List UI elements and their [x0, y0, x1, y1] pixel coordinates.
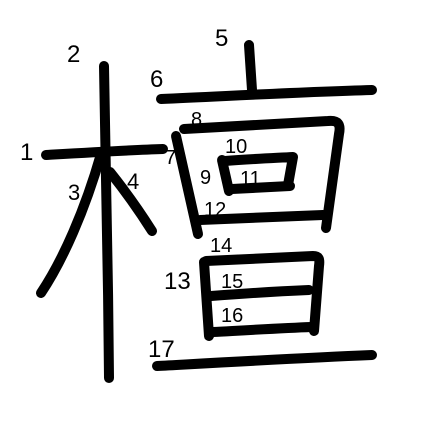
stroke-13 — [199, 257, 214, 341]
stroke-7 — [171, 131, 203, 239]
stroke-15 — [206, 285, 314, 301]
stroke-12 — [195, 210, 328, 225]
stroke-16 — [208, 322, 316, 337]
stroke-3 — [36, 149, 106, 298]
stroke-number-7: 7 — [165, 147, 176, 169]
stroke-number-13: 13 — [164, 268, 191, 295]
stroke-number-4: 4 — [127, 169, 139, 194]
stroke-10 — [220, 152, 298, 190]
stroke-number-16: 16 — [221, 305, 243, 327]
stroke-number-3: 3 — [68, 180, 80, 205]
stroke-4 — [105, 167, 157, 236]
stroke-17 — [152, 350, 377, 371]
stroke-2 — [99, 61, 114, 383]
stroke-number-12: 12 — [204, 199, 226, 221]
stroke-number-8: 8 — [191, 109, 202, 131]
stroke-number-2: 2 — [67, 41, 80, 68]
stroke-number-10: 10 — [225, 136, 247, 158]
stroke-number-14: 14 — [210, 235, 232, 257]
stroke-number-15: 15 — [221, 271, 243, 293]
stroke-number-11: 11 — [240, 168, 261, 190]
stroke-number-1: 1 — [20, 139, 33, 166]
stroke-14 — [201, 251, 325, 336]
stroke-6 — [156, 85, 377, 104]
stroke-number-17: 17 — [148, 336, 175, 363]
stroke-11 — [227, 181, 295, 194]
stroke-5 — [244, 40, 257, 95]
stroke-number-9: 9 — [200, 167, 211, 189]
stroke-number-5: 5 — [215, 25, 228, 52]
stroke-number-6: 6 — [150, 66, 163, 93]
stroke-8 — [179, 115, 345, 233]
